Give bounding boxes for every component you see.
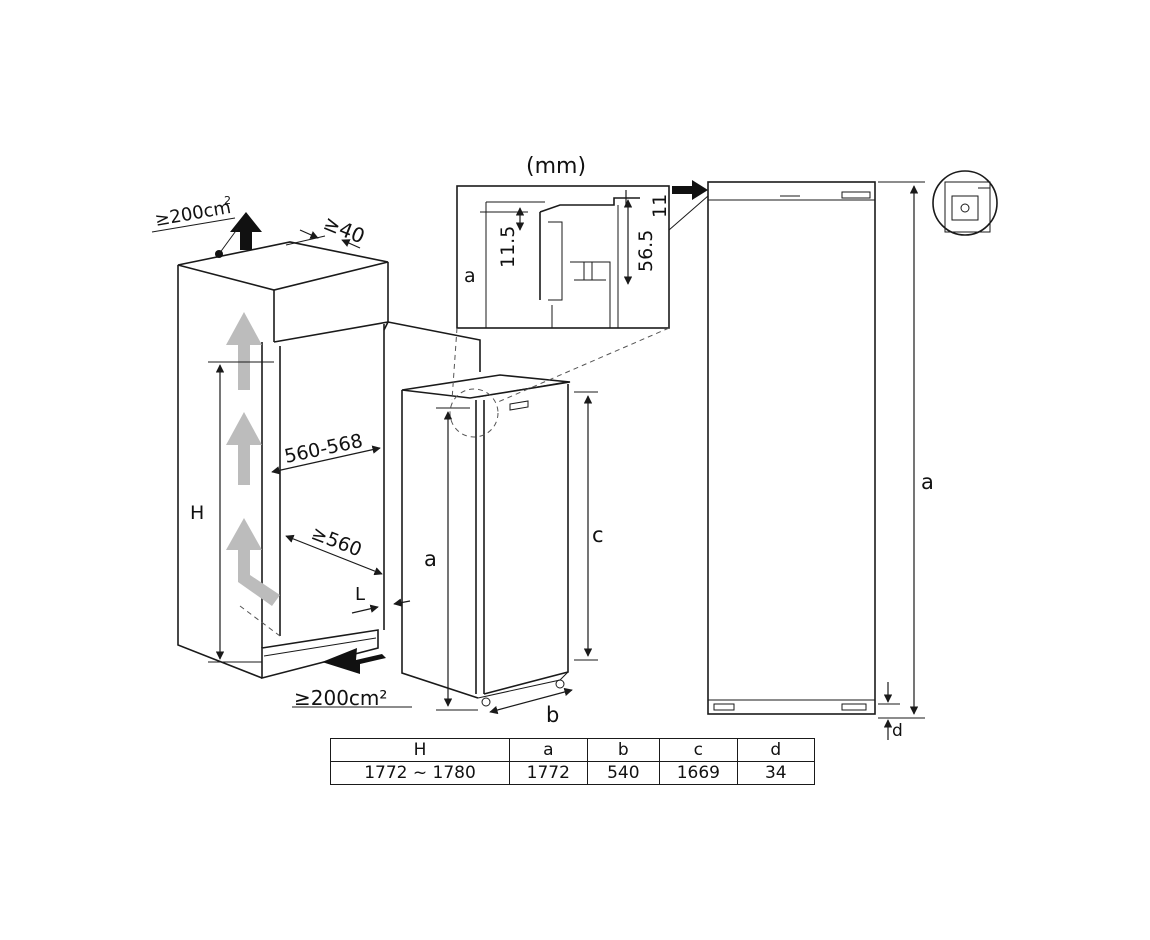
airflow-arrow-icon (226, 518, 280, 606)
dim-d-label: d (892, 721, 903, 741)
table-cell: 34 (736, 761, 816, 785)
bottom-vent-callout: ≥200cm² (292, 648, 412, 710)
unit-label: (mm) (526, 154, 586, 179)
a-small-dimension: a (424, 407, 478, 711)
dim-a-small-label: a (424, 547, 437, 571)
table-header-cell: a (509, 738, 588, 762)
detail-56-5-label: 56.5 (635, 230, 657, 272)
table-header-cell: b (586, 738, 661, 762)
table-row: 1772 ~ 1780 1772 540 1669 34 (329, 761, 816, 785)
dim-h-label: H (190, 502, 204, 524)
dim-c-label: c (592, 523, 604, 547)
table-header-cell: d (736, 738, 816, 762)
table-cell: 1669 (659, 761, 738, 785)
top-vent-callout: ≥200cm 2 (151, 194, 262, 258)
vent-top-label: ≥200cm (153, 197, 232, 231)
h-dimension: H (190, 361, 274, 663)
detail-a-label: a (464, 265, 476, 287)
cabinet-drawing (177, 235, 481, 680)
dim-b-label: b (546, 703, 559, 727)
a-large-dimension: a (878, 181, 934, 719)
vent-bottom-label: ≥200cm² (294, 686, 387, 710)
airflow-arrow-icon (226, 312, 262, 390)
dimensions-table: H a b c d 1772 ~ 1780 1772 540 1669 34 (329, 738, 816, 785)
table-cell: 1772 ~ 1780 (329, 761, 511, 785)
table-cell: 540 (586, 761, 661, 785)
airflow-arrows (226, 312, 280, 606)
front-view-drawing (668, 170, 998, 715)
gap-top-label: ≥40 (320, 210, 368, 248)
appliance-drawing (401, 374, 571, 707)
dim-a-large-label: a (921, 470, 934, 494)
d-dimension: d (878, 682, 903, 741)
table-header-cell: H (329, 738, 511, 762)
vent-top-superscript: 2 (224, 194, 231, 207)
airflow-arrow-icon (226, 412, 262, 485)
detail-inset: (mm) a 11.5 56.5 11 (451, 154, 671, 403)
detail-11-5-label: 11.5 (497, 226, 519, 268)
vent-up-arrow-icon (230, 212, 262, 250)
table-cell: 1772 (509, 761, 588, 785)
detail-11-label: 11 (649, 194, 671, 218)
top-gap-dimension: ≥40 (299, 210, 368, 249)
width-range-label: 560-568 (282, 430, 364, 468)
b-dimension: b (489, 687, 573, 727)
width-dimension: 560-568 (271, 430, 381, 475)
vent-in-arrow-icon (322, 648, 386, 674)
depth-dimension: ≥560 (285, 522, 383, 576)
table-header-row: H a b c d (329, 738, 816, 762)
table-header-cell: c (659, 738, 738, 762)
dim-l-label: L (355, 584, 365, 605)
c-dimension: c (574, 391, 604, 661)
